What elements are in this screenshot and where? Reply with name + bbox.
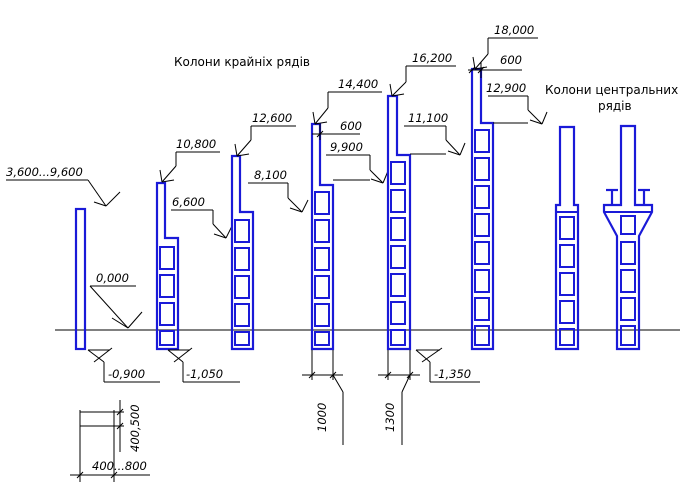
elevation-label-3600-9600: 3,600...9,600 [6,165,83,179]
elevation-label-m0900: -0,900 [108,367,145,381]
column-3 [230,154,255,351]
elevation-label-12900: 12,900 [486,81,526,95]
elevation-label-8100: 8,100 [254,168,287,182]
column-4 [310,122,335,351]
elevation-mark-m1350 [415,347,480,383]
elevation-mark-6600 [171,209,233,239]
elevation-mark-8100 [248,182,309,213]
elevation-mark-3600-9600 [6,179,121,207]
elevation-label-0000: 0,000 [96,271,129,285]
dim-600-b-mark [468,62,522,78]
column-5 [386,94,412,351]
elevation-label-10800: 10,800 [176,137,216,151]
elevation-label-12600: 12,600 [252,111,292,125]
title-edge-rows: Колони крайніх рядів [174,55,310,69]
elevation-mark-9900 [326,154,389,184]
elevation-label-14400: 14,400 [338,77,378,91]
elevation-label-6600: 6,600 [172,195,205,209]
dim-600-a-mark [312,124,360,140]
dim-1300: 1300 [383,403,397,432]
title-central-rows-line1: Колони центральних [545,83,678,97]
elevation-mark-11100 [404,125,466,156]
elevation-mark-16200 [389,65,456,97]
elevation-label-m1350: -1,350 [434,367,471,381]
elevation-label-18000: 18,000 [494,23,534,37]
dim-400-800: 400...800 [92,459,147,473]
column-1 [74,207,87,351]
elevation-mark-10800 [159,151,220,183]
elevation-mark-12900 [488,95,548,125]
column-7-central [554,125,580,351]
dim-1000-mark [302,350,344,445]
dim-600-b: 600 [500,53,522,67]
elevation-label-16200: 16,200 [412,51,452,65]
section-sketch [70,400,150,482]
column-6 [470,67,495,351]
elevation-mark-m1050 [167,347,240,383]
dim-600-a: 600 [340,119,362,133]
title-central-rows-line2: рядів [598,99,632,113]
elevation-label-11100: 11,100 [408,111,448,125]
elevation-mark-14400 [312,91,382,125]
dim-1300-mark [378,350,420,445]
column-8-central-consoles [602,124,654,351]
elevation-mark-0000 [89,285,143,329]
elevation-label-9900: 9,900 [330,140,363,154]
column-2 [155,181,180,351]
elevation-mark-m0900 [87,347,160,383]
elevation-label-m1050: -1,050 [186,367,223,381]
dim-400-500: 400,500 [128,404,142,452]
dim-1000: 1000 [315,403,329,432]
elevation-mark-12600 [234,125,296,157]
